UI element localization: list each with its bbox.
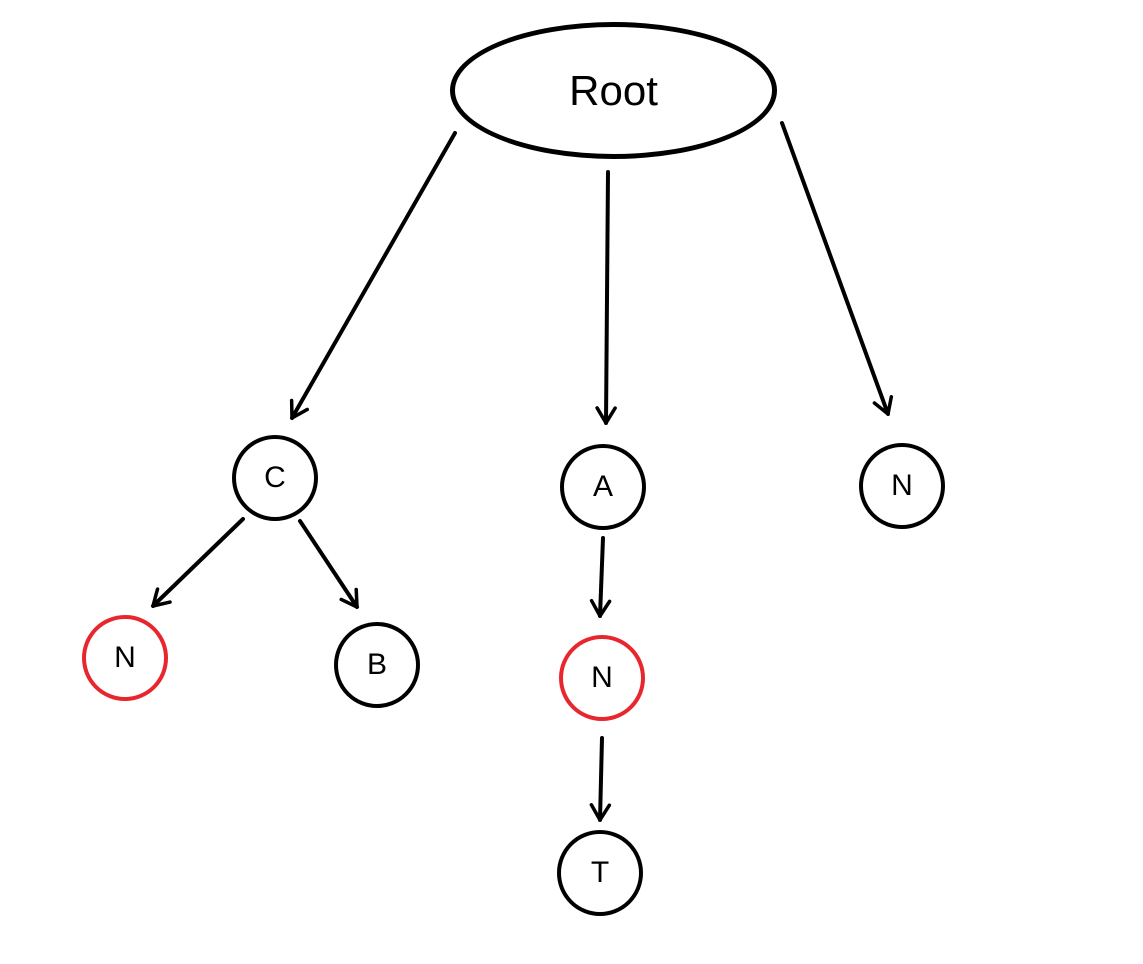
edge-a-n-mid (589, 536, 612, 618)
edge-c-b (298, 519, 359, 609)
node-label: A (592, 470, 613, 503)
node-label: N (591, 661, 613, 694)
edge-root-a (595, 170, 617, 425)
node-n-mid-highlighted: N (559, 635, 645, 721)
node-label: Root (569, 66, 658, 114)
edge-c-n-left (151, 517, 245, 608)
node-root: Root (450, 22, 777, 159)
edge-n-mid-t (589, 736, 612, 822)
node-label: N (891, 469, 913, 502)
node-a: A (560, 444, 646, 530)
edge-root-c (289, 131, 457, 420)
node-label: C (264, 461, 286, 494)
node-label: B (366, 648, 387, 681)
node-t: T (557, 830, 643, 916)
node-label: N (114, 641, 136, 674)
edge-root-n (780, 121, 894, 416)
node-label: T (590, 856, 610, 889)
node-n-left-highlighted: N (82, 615, 168, 701)
node-b: B (334, 622, 420, 708)
node-n-right: N (859, 443, 945, 529)
node-c: C (232, 435, 318, 521)
